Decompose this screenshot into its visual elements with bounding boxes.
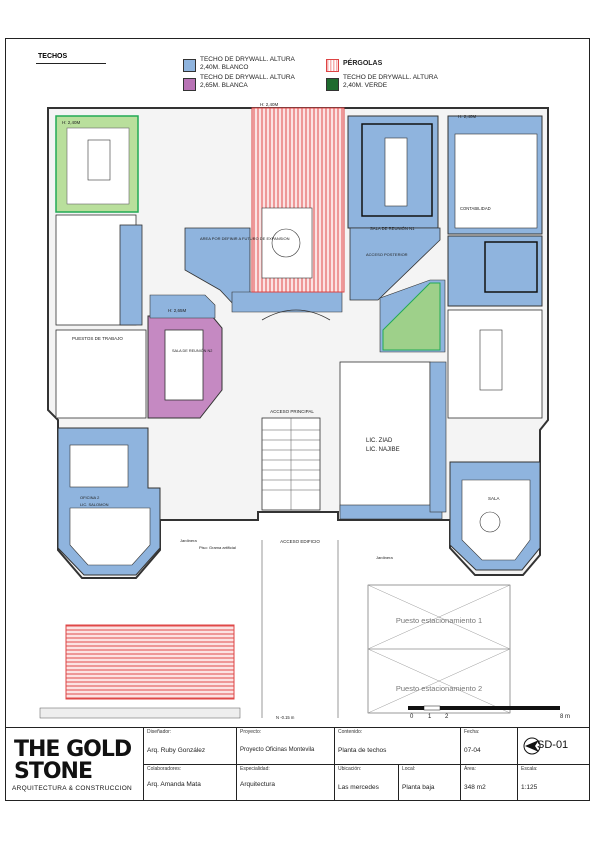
legend-swatch-purple <box>183 78 196 91</box>
scale-label-0: 0 <box>410 714 414 720</box>
label-jardinera-a: Jardinera <box>180 538 197 543</box>
meeting-table-1 <box>87 139 111 181</box>
tb-cell-disenador: Diseñador: Arq. Ruby González <box>143 727 236 764</box>
label-h265: H: 2,65M <box>168 308 187 313</box>
label-parking-1: Puesto estacionamiento 1 <box>396 616 482 625</box>
legend-item-pergola: PÉRGOLAS <box>343 60 383 67</box>
drawing-sheet <box>5 38 590 801</box>
entry-arch <box>261 309 331 321</box>
contabilidad-inner <box>454 133 538 229</box>
planter-lower <box>39 707 241 719</box>
legend-swatch-blue <box>183 59 196 72</box>
logo-line-3: ARQUITECTURA & CONSTRUCCION <box>12 785 133 792</box>
label-oficina: OFICINA 2 <box>80 495 100 500</box>
north-arrow-icon <box>523 737 541 755</box>
blue-connector-left <box>149 294 216 319</box>
logo-line-2: STONE <box>14 759 93 784</box>
tb-cell-escala: Escala: 1:125 <box>517 764 590 801</box>
parking-area <box>261 540 511 718</box>
legend-swatch-green <box>326 78 339 91</box>
sala-table <box>479 511 501 533</box>
legend-item-blue: TECHO DE DRYWALL. ALTURA 2,40M. BLANCO <box>200 56 295 71</box>
tb-cell-area: Área: 348 m2 <box>460 764 517 801</box>
label-acceso-posterior: ACCESO POSTERIOR <box>366 252 408 257</box>
label-lic-najibe: LIC. NAJIBE <box>366 447 400 453</box>
blue-strip-right <box>429 361 447 513</box>
lic-office <box>339 361 431 513</box>
label-acceso-principal: ACCESO PRINCIPAL <box>270 409 314 414</box>
label-salomon: LIC. SALOMON <box>80 502 109 507</box>
meeting-table-3 <box>479 329 503 391</box>
salomon-office-inner <box>69 507 151 566</box>
oficina-2-inner <box>69 444 129 488</box>
tb-cell-colaboradores: Colaboradores: Arq. Amanda Mata <box>143 764 236 801</box>
label-piso: Piso: Grama artificial <box>199 545 236 550</box>
blue-center-band <box>231 291 343 313</box>
label-reunion: SALA DE REUNIÓN N1 <box>370 226 415 231</box>
label-puestos: PUESTOS DE TRABAJO <box>72 336 123 341</box>
tb-cell-ubicacion: Ubicación: Las mercedes <box>334 764 398 801</box>
label-sala: SALA <box>488 496 500 501</box>
blue-strip-bottom <box>339 504 443 520</box>
legend-swatch-pergola <box>326 59 339 72</box>
legend-item-purple: TECHO DE DRYWALL. ALTURA 2,65M. BLANCA <box>200 74 295 89</box>
tb-cell-contenido: Contenido: Planta de techos <box>334 727 460 764</box>
scale-bar <box>408 705 560 711</box>
label-h240-c: H: 2,40M <box>260 102 279 107</box>
legend-item-green: TECHO DE DRYWALL. ALTURA 2,40M. VERDE <box>343 74 438 89</box>
meeting-room-2-inner <box>164 329 204 401</box>
blue-office-right-frame <box>484 241 538 293</box>
label-nivel: N -0.15 m <box>276 715 295 720</box>
label-area-destinada: AREA POR DEFINIR A FUTURO DE EXPANSION <box>200 236 290 241</box>
work-area <box>55 329 147 419</box>
tb-cell-sheet <box>517 727 590 764</box>
staircase <box>261 417 321 511</box>
label-parking-2: Puesto estacionamiento 2 <box>396 684 482 693</box>
legend-title: TECHOS <box>38 53 68 60</box>
label-h240-a: H: 2,40M <box>62 120 81 125</box>
label-jardinera-b: Jardinera <box>376 555 393 560</box>
logo-line-1: THE GOLD <box>14 737 132 762</box>
tb-cell-proyecto: Proyecto: Proyecto Oficinas Montevila <box>236 727 334 764</box>
blue-corridor-left <box>119 224 143 326</box>
label-contabilidad: CONTABILIDAD <box>460 206 491 211</box>
scale-label-1: 1 <box>428 714 432 720</box>
scale-label-2: 2 <box>445 714 449 720</box>
title-block <box>5 727 590 802</box>
tb-cell-local: Local: Planta baja <box>398 764 460 801</box>
label-acceso-edificio: ACCESO EDIFICIO <box>280 539 320 544</box>
round-table <box>271 228 301 258</box>
tb-cell-especialidad: Especialidad: Arquitectura <box>236 764 334 801</box>
label-reunion2: SALA DE REUNIÓN N2 <box>172 348 212 353</box>
pergola-lower <box>65 624 235 700</box>
legend-title-underline <box>36 63 106 64</box>
scale-label-8: 8 m <box>560 714 570 720</box>
sheet-number: SD-01 <box>537 739 569 751</box>
green-ceiling-area-right <box>382 282 441 351</box>
blue-posterior-corridor <box>349 227 441 301</box>
meeting-table-2 <box>384 137 408 207</box>
tb-cell-fecha: Fecha: 07-04 <box>460 727 517 764</box>
title-block-divider <box>143 764 590 765</box>
company-logo: THE GOLD STONE ARQUITECTURA & CONSTRUCCI… <box>8 735 138 799</box>
label-h240-b: H: 2,40M <box>458 114 477 119</box>
label-lic-ziad: LIC. ZIAD <box>366 438 393 444</box>
